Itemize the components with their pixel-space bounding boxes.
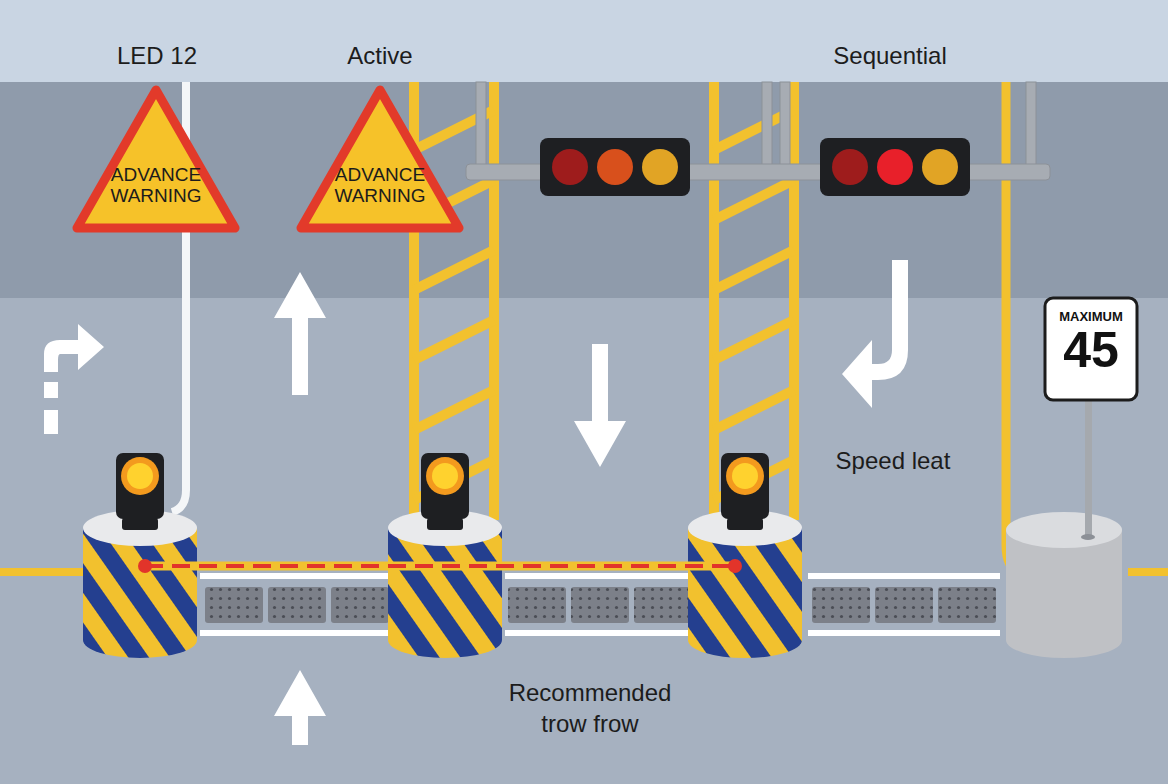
speed-label: Speed leat	[803, 445, 983, 476]
barrier-tape	[138, 559, 742, 573]
rumble-strip	[205, 587, 996, 623]
rumble-strip	[938, 587, 996, 623]
barrier-tape	[145, 562, 738, 571]
sign-post	[1006, 512, 1122, 548]
sign-outline	[1045, 298, 1137, 400]
barrier	[127, 463, 153, 489]
barrier	[83, 453, 802, 658]
speed-limit-sign: MAXIMUM45	[1043, 296, 1139, 402]
road-arrow	[44, 382, 58, 398]
traffic-light	[540, 138, 690, 196]
road-arrow	[842, 260, 908, 408]
warning-sign: ADVANCE WARNING	[72, 84, 240, 234]
background	[0, 0, 1168, 82]
flow-label: Recommended trow frow	[495, 677, 685, 739]
traffic-light	[877, 149, 913, 185]
lane-line	[0, 568, 90, 576]
traffic-light	[597, 149, 633, 185]
background	[0, 82, 1168, 298]
barrier	[388, 528, 502, 658]
barrier	[122, 518, 158, 530]
rumble-strip	[200, 576, 1000, 633]
header-label: LED 12	[77, 40, 237, 71]
barrier	[432, 463, 458, 489]
rumble-strip	[508, 587, 566, 623]
signal-gantry	[476, 82, 486, 172]
road-arrow	[274, 670, 326, 745]
rumble-strip	[634, 587, 692, 623]
traffic-light	[642, 149, 678, 185]
signal-gantry	[762, 82, 772, 172]
sign-post	[1006, 530, 1122, 658]
triangle-outline	[72, 84, 240, 234]
traffic-light	[552, 149, 588, 185]
triangle-outline	[77, 90, 235, 228]
rumble-strip	[205, 587, 263, 623]
triangle-outline	[301, 90, 459, 228]
signal-gantry	[780, 82, 790, 172]
barrier	[83, 528, 197, 658]
road-arrow	[44, 410, 58, 434]
rumble-strip	[331, 587, 389, 623]
sign-post	[1006, 395, 1122, 658]
barrier-tape	[138, 559, 152, 573]
barrier	[688, 528, 802, 658]
barrier	[421, 453, 469, 519]
barrier	[121, 457, 159, 495]
lane-line	[0, 82, 1168, 572]
rumble-strip	[875, 587, 933, 623]
road-arrow	[274, 272, 326, 395]
traffic-light	[832, 149, 868, 185]
sign-heading: MAXIMUM	[1049, 310, 1133, 324]
barrier-tape	[728, 559, 742, 573]
sign-text: ADVANCE WARNING	[324, 164, 436, 207]
rumble-strip	[812, 587, 870, 623]
traffic-light	[540, 138, 970, 196]
rumble-strip	[571, 587, 629, 623]
barrier	[726, 457, 764, 495]
barrier	[427, 518, 463, 530]
header-label: Active	[300, 40, 460, 71]
header-label: Sequential	[790, 40, 990, 71]
sign-post	[1085, 395, 1092, 537]
triangle-outline	[296, 84, 464, 234]
traffic-light	[820, 138, 970, 196]
barrier	[721, 453, 769, 519]
rumble-strip	[200, 576, 1000, 633]
barrier-tape	[145, 564, 738, 568]
barrier	[732, 463, 758, 489]
barrier	[426, 457, 464, 495]
rumble-strip	[268, 587, 326, 623]
traffic-light	[922, 149, 958, 185]
road-arrow	[44, 324, 104, 372]
yellow-ladder	[414, 82, 794, 520]
speed-number: 45	[1049, 324, 1133, 377]
lane-line	[1128, 568, 1168, 576]
road-arrow	[574, 344, 626, 467]
warning-sign: ADVANCE WARNING	[296, 84, 464, 234]
lane-line	[1006, 82, 1020, 572]
barrier	[688, 453, 802, 658]
sign-post	[1081, 534, 1095, 540]
signal-gantry	[1026, 82, 1036, 172]
barrier	[727, 518, 763, 530]
barrier	[83, 453, 197, 658]
barrier	[388, 453, 502, 658]
barrier	[116, 453, 164, 519]
sign-text: ADVANCE WARNING	[100, 164, 212, 207]
yellow-ladder	[414, 82, 794, 520]
road-arrow	[44, 260, 908, 745]
